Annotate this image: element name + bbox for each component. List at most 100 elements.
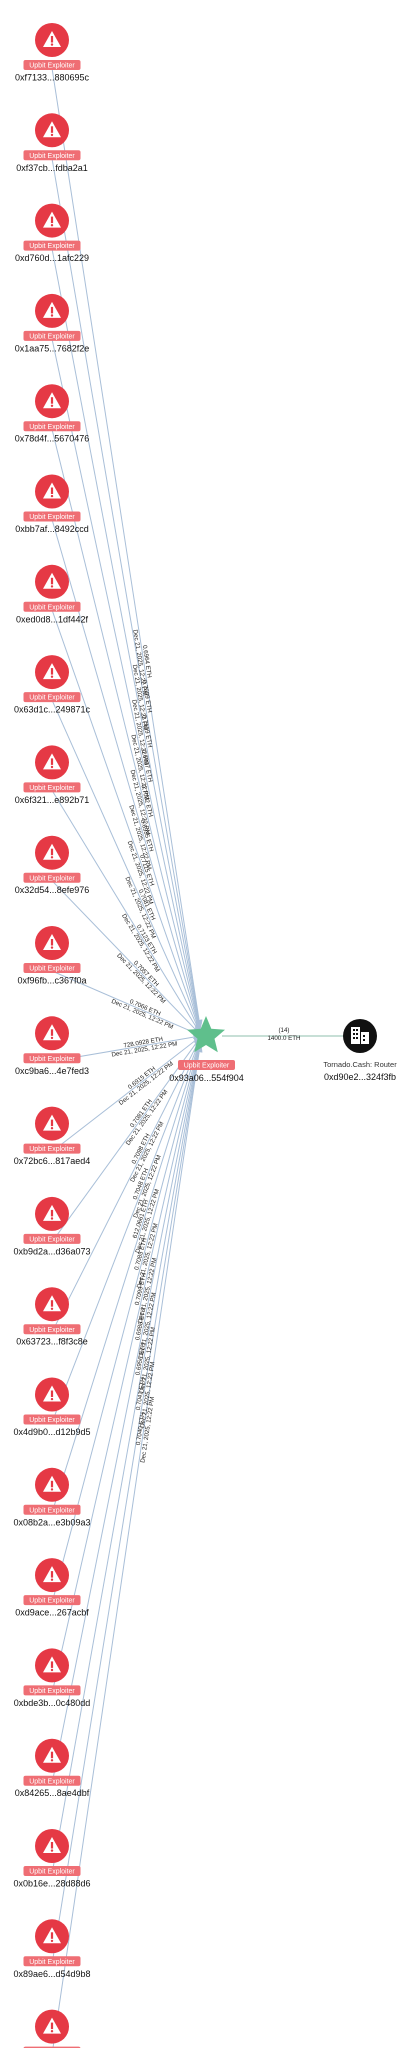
node-tag-text: Upbit Exploiter (29, 334, 75, 341)
node-tag (23, 1414, 81, 1425)
edge-line[interactable] (51, 338, 203, 1030)
warning-icon (43, 482, 61, 499)
node-address: 0xb9d2a...d36a073 (13, 1246, 90, 1256)
warning-icon (43, 1295, 61, 1312)
warning-icon (43, 1837, 61, 1853)
node-tag (23, 692, 81, 703)
edge-line[interactable] (51, 1044, 203, 1965)
edge-date: Dec 21, 2025, 12:22 PM (115, 952, 166, 1005)
edge-line[interactable] (51, 1038, 201, 1333)
edge-amount: 0.6964 ETH (141, 645, 153, 679)
node-tag (23, 1956, 81, 1967)
node-tag-text: Upbit Exploiter (29, 153, 75, 160)
out-edge[interactable]: (14) 1400.0 ETH (222, 1027, 353, 1042)
node-address: 0x0b16e...28d88d6 (13, 1879, 90, 1889)
node-tag-text: Upbit Exploiter (29, 1146, 75, 1153)
node-tag-text: Upbit Exploiter (29, 1598, 75, 1605)
warning-icon (43, 1746, 61, 1763)
node-tag (23, 782, 81, 793)
out-edge-count: (14) (278, 1027, 289, 1034)
edge-line[interactable] (51, 880, 201, 1035)
edge-line[interactable] (51, 1036, 201, 1152)
node-address: 0x4d9b0...d12b9d5 (13, 1427, 90, 1437)
edge-line[interactable] (52, 1045, 203, 2048)
node-tag-text: Upbit Exploiter (29, 695, 75, 702)
node-address: 0xed0d8...1df442f (16, 614, 89, 624)
edge-line[interactable] (51, 1039, 202, 1513)
node-tag-text: Upbit Exploiter (29, 243, 75, 250)
node-tag-text: Upbit Exploiter (29, 966, 75, 973)
warning-icon (43, 211, 61, 228)
router-node[interactable]: Tornado.Cash: Router 0xd90e2...324f3fb (323, 1019, 397, 1082)
edge-line[interactable] (51, 1042, 203, 1784)
router-name: Tornado.Cash: Router (323, 1060, 397, 1069)
edge-line[interactable] (51, 248, 203, 1029)
edge-line[interactable] (51, 1043, 203, 1875)
edge-line[interactable] (51, 158, 203, 1028)
warning-icon (43, 1024, 61, 1041)
warning-icon (43, 121, 61, 138)
star-icon[interactable] (187, 1016, 225, 1053)
edge-line[interactable] (51, 519, 202, 1032)
source-node[interactable]: Upbit Exploiter0x04ba0...238b83f (15, 2009, 90, 2048)
edge-line[interactable] (51, 1038, 201, 1423)
node-address: 0x6f321...e892b71 (15, 795, 90, 805)
warning-icon (43, 934, 61, 950)
node-tag-text: Upbit Exploiter (29, 875, 75, 882)
node-address: 0x63d1c...249871c (14, 705, 91, 715)
hub-node[interactable]: Upbit Exploiter 0x93a06...554f904 (169, 1016, 244, 1083)
node-tag (23, 1866, 81, 1876)
warning-icon (43, 1656, 61, 1673)
edge-line[interactable] (51, 1041, 203, 1694)
edge-line[interactable] (51, 970, 201, 1036)
node-tag (23, 1595, 81, 1606)
node-tag (23, 150, 81, 161)
warning-icon (43, 2017, 61, 2034)
node-address: 0xbb7af...8492ccd (15, 524, 89, 534)
node-tag-text: Upbit Exploiter (29, 1327, 75, 1334)
edge-line[interactable] (51, 429, 202, 1031)
edge-line[interactable] (51, 699, 201, 1034)
node-address: 0xbde3b...0c480dd (14, 1698, 91, 1708)
edge-line[interactable] (51, 609, 202, 1033)
node-tag (23, 421, 81, 432)
edge-line[interactable] (51, 1037, 201, 1243)
node-tag-text: Upbit Exploiter (29, 1417, 75, 1424)
warning-icon (43, 572, 61, 589)
edge-line[interactable] (51, 790, 201, 1034)
warning-icon (43, 753, 61, 770)
node-address: 0xf7133...880695c (15, 73, 90, 83)
source-node[interactable]: Upbit Exploiter 0x4d9b0...d12b9d5 (13, 1377, 91, 1438)
warning-icon (43, 392, 61, 409)
warning-icon (43, 1385, 61, 1402)
node-tag (23, 1775, 81, 1786)
node-address: 0xc9ba6...4e7fed3 (15, 1066, 89, 1076)
source-node[interactable]: Upbit Exploiter 0x63d1c...249871c (14, 655, 91, 715)
edge-line[interactable] (51, 67, 203, 1027)
